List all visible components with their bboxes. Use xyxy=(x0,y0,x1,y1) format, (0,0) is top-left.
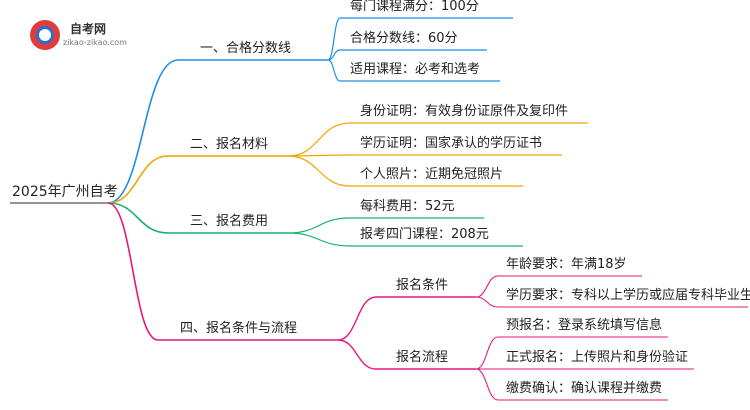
leaf-node: 年龄要求：年满18岁 xyxy=(506,257,627,272)
leaf-connector-2-3 xyxy=(287,155,351,187)
branch-connector-2 xyxy=(107,155,169,204)
sub-branch-connector-1 xyxy=(337,296,377,341)
leaf-node: 报考四门课程：208元 xyxy=(360,227,489,242)
leaf-node: 学历要求：专科以上学历或应届专科毕业生 xyxy=(506,288,750,303)
leaf-connector-1-1 xyxy=(327,17,341,61)
branch-node-1: 一、合格分数线 xyxy=(200,41,292,56)
leaf-node: 预报名：登录系统填写信息 xyxy=(506,318,663,333)
leaf-node: 个人照片：近期免冠照片 xyxy=(360,167,504,182)
site-logo: 自考网 zikao-zikao.com xyxy=(30,18,150,52)
branch-node-2: 二、报名材料 xyxy=(190,137,269,152)
leaf-connector-3-1 xyxy=(287,217,351,234)
branch-connector-3 xyxy=(107,202,169,234)
leaf-node: 学历证明：国家承认的学历证书 xyxy=(360,136,543,151)
leaf-node: 适用课程：必考和选考 xyxy=(350,62,481,77)
root-node: 2025年广州自考 xyxy=(12,184,118,200)
sub-branch-node-2: 报名流程 xyxy=(396,350,449,365)
leaf-node: 正式报名：上传照片和身份验证 xyxy=(506,350,689,365)
leaf-node: 缴费确认：确认课程并缴费 xyxy=(506,381,663,396)
leaf-connector-4-2-1 xyxy=(475,336,499,370)
leaf-node: 每科费用：52元 xyxy=(360,199,455,214)
branch-connector-1 xyxy=(107,59,179,204)
logo-name: 自考网 xyxy=(70,22,107,36)
leaf-node: 合格分数线：60分 xyxy=(350,31,458,46)
leaf-connector-2-1 xyxy=(287,122,351,157)
branch-connector-4 xyxy=(107,202,159,341)
branch-node-3: 三、报名费用 xyxy=(190,214,269,229)
sub-branch-connector-2 xyxy=(337,339,377,370)
leaf-connector-1-3 xyxy=(327,59,341,82)
branch-node-4: 四、报名条件与流程 xyxy=(180,321,298,336)
sub-branch-node-1: 报名条件 xyxy=(396,278,449,293)
leaf-connector-4-2-3 xyxy=(475,368,499,401)
logo-url: zikao-zikao.com xyxy=(63,38,127,47)
leaf-node: 身份证明：有效身份证原件及复印件 xyxy=(360,104,569,119)
leaf-node: 每门课程满分：100分 xyxy=(350,0,479,14)
logo-badge-icon xyxy=(30,20,60,50)
leaf-connector-4-1-2 xyxy=(475,296,499,308)
leaf-connector-4-1-1 xyxy=(475,275,499,298)
leaf-connector-3-2 xyxy=(287,232,351,247)
